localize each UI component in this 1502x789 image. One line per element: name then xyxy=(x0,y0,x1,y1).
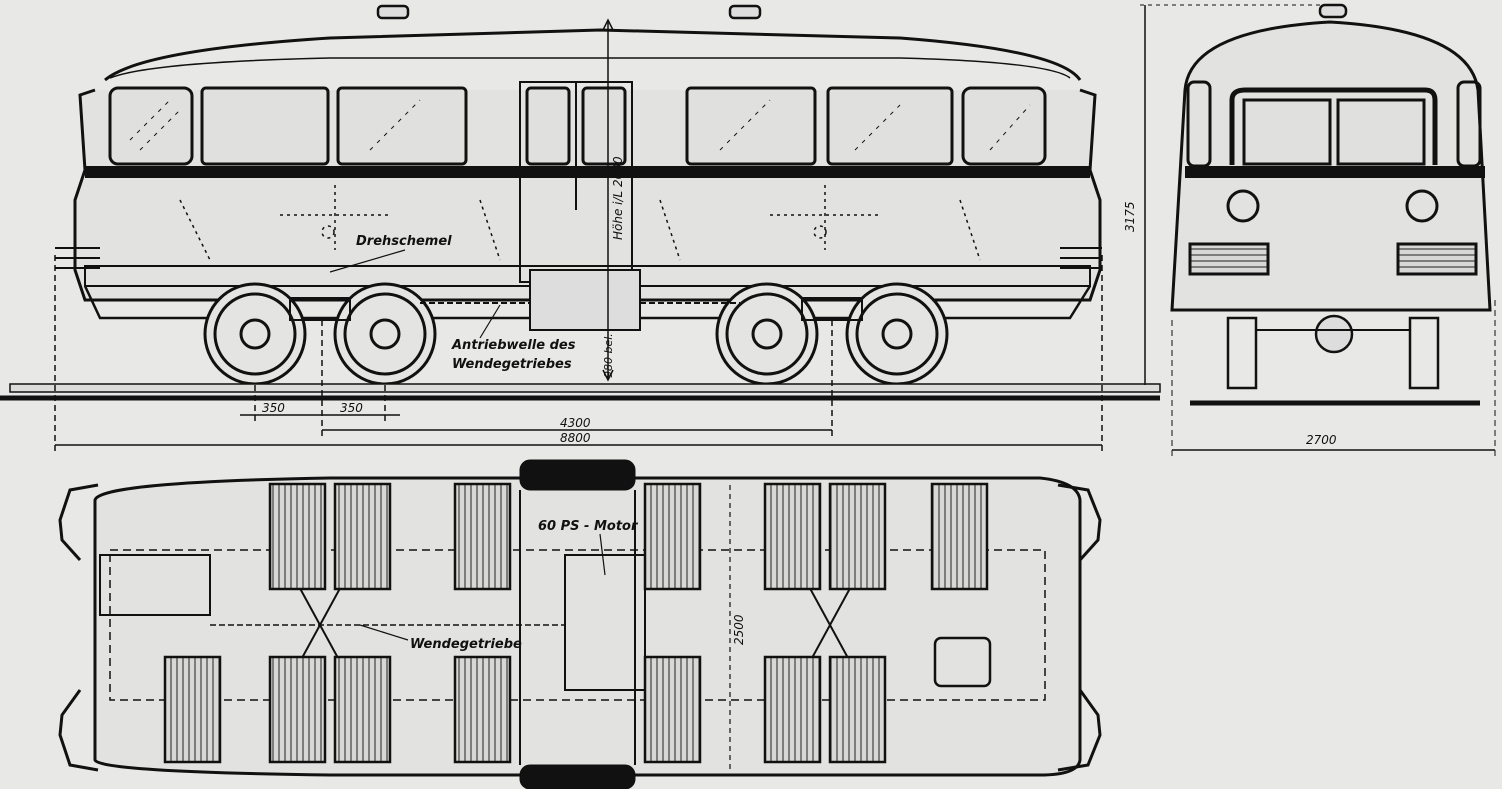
side-window-front-left xyxy=(1186,80,1212,168)
chassis-frame xyxy=(109,549,1046,701)
roof-inner xyxy=(109,57,1071,79)
headlamp-icon xyxy=(1405,189,1439,223)
dimension-labels: 350 350 4300 8800 2700 Höhe i/L 2000 980… xyxy=(262,156,1337,645)
corner-grab-icon xyxy=(58,483,99,562)
glass-reflection-icon xyxy=(129,99,1031,151)
dim-interior-height: Höhe i/L 2000 xyxy=(611,156,625,240)
side-windows xyxy=(108,86,1047,166)
corner-grab-icon xyxy=(58,689,99,772)
gearbox-housing xyxy=(529,269,641,331)
label-wendegetriebe: Wendegetriebe xyxy=(410,637,522,652)
roof-line xyxy=(104,28,1082,82)
front-belt xyxy=(1185,166,1485,178)
annotations: Drehschemel Antriebwelle des Wendegetrie… xyxy=(329,234,639,652)
label-drehschemel: Drehschemel xyxy=(356,234,452,249)
front-grille xyxy=(1188,242,1478,276)
corner-grab-icon xyxy=(1057,689,1102,772)
dim-980: 980 bel. xyxy=(602,333,615,378)
bogie-right xyxy=(715,282,949,386)
roof-vent-icon xyxy=(1318,3,1348,19)
front-wheel-right xyxy=(1408,316,1440,390)
label-wendegetriebes: Wendegetriebes xyxy=(452,357,572,372)
windscreen-right xyxy=(1336,98,1426,166)
windscreen-left xyxy=(1242,98,1332,166)
dim-350-a: 350 xyxy=(262,401,285,415)
belt-rail xyxy=(85,166,1090,178)
motor-block xyxy=(564,554,646,691)
headlamp-icon xyxy=(1226,189,1260,223)
front-elevation xyxy=(1140,3,1496,458)
rail xyxy=(9,383,1161,393)
dim-4300: 4300 xyxy=(560,416,591,430)
side-window-front-right xyxy=(1456,80,1482,168)
door-step-bottom xyxy=(519,764,636,789)
dim-2500: 2500 xyxy=(732,614,746,645)
roof-vent-icon xyxy=(728,4,762,20)
plan-view xyxy=(58,459,1102,789)
bogie-left xyxy=(203,282,437,386)
dim-350-b: 350 xyxy=(340,401,363,415)
buffer-bars xyxy=(55,247,1102,269)
seats xyxy=(163,482,989,764)
side-elevation xyxy=(0,4,1161,455)
fuel-tank xyxy=(99,554,211,616)
length-dims xyxy=(54,255,1103,455)
axle-housing xyxy=(1314,314,1354,354)
front-wheel-left xyxy=(1226,316,1258,390)
door-step-top xyxy=(519,459,636,491)
corner-grab-icon xyxy=(1057,483,1102,562)
interior-seats xyxy=(179,185,981,261)
label-motor: 60 PS - Motor xyxy=(538,519,639,534)
dim-3175: 3175 xyxy=(1123,201,1137,232)
radiator-box xyxy=(933,636,992,688)
roof-vent-icon xyxy=(376,4,410,20)
label-antriebwelle: Antriebwelle des xyxy=(451,338,576,353)
windscreen-frame xyxy=(1229,87,1438,165)
dim-8800: 8800 xyxy=(560,431,591,445)
dim-2700: 2700 xyxy=(1306,433,1337,447)
